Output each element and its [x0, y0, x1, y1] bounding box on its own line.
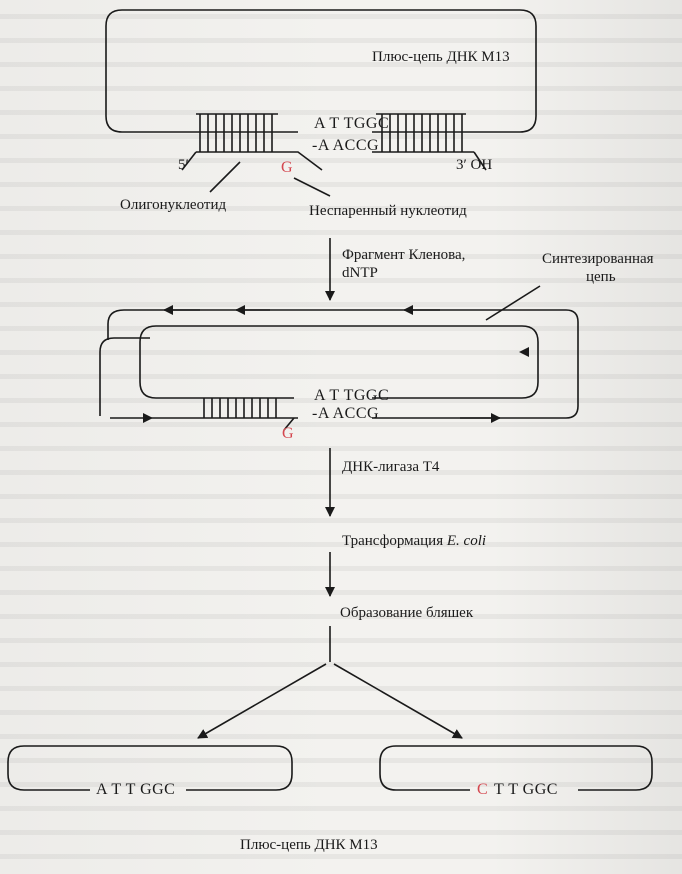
- seq-mid-lower: -A ACCG: [312, 405, 380, 422]
- step-transformation-organism: E. coli: [446, 533, 487, 549]
- step-plaques: Образование бляшек: [340, 605, 474, 621]
- title-plus-strand-top: Плюс-цепь ДНК М13: [372, 49, 510, 65]
- arrow-branch-left: [197, 663, 327, 739]
- label-synthesized-1: Синтезированная: [542, 251, 654, 267]
- unpaired-leader: [293, 177, 331, 197]
- product-wildtype-circle: [7, 745, 293, 791]
- base-pair-ticks-right-top: [376, 113, 466, 152]
- seq-mutant-base: C: [477, 781, 488, 798]
- synthesized-outer-strand: [99, 337, 150, 416]
- step-transformation-text: Трансформация: [342, 533, 447, 549]
- base-pair-ticks-left-mid: [203, 398, 277, 418]
- mismatch-base-mid: G: [282, 425, 294, 442]
- step-transformation: Трансформация E. coli: [342, 534, 486, 549]
- step-klenow-line1: Фрагмент Кленова,: [342, 247, 466, 263]
- synthesized-strand-loop: [139, 325, 539, 399]
- label-oligonucleotide: Олигонуклеотид: [120, 197, 227, 213]
- seq-wildtype: A T T GGC: [96, 781, 176, 798]
- end-5-prime: 5′: [178, 157, 189, 173]
- title-plus-strand-bottom: Плюс-цепь ДНК М13: [240, 837, 378, 853]
- end-3-oh: 3′ OH: [456, 157, 493, 173]
- seq-mutant-rest: T T GGC: [494, 781, 558, 798]
- label-synthesized-2: цепь: [586, 269, 616, 285]
- label-unpaired-nucleotide: Неспаренный нуклеотид: [309, 203, 467, 219]
- page-shading-left: [0, 0, 330, 874]
- plus-strand-top-loop: [105, 9, 537, 133]
- seq-mid-upper: A T TGGC: [314, 387, 390, 404]
- mismatch-base-top: G: [281, 159, 293, 176]
- oligo-leader: [209, 161, 241, 193]
- oligo-strand-top: [196, 151, 323, 171]
- page-shading-right: [492, 0, 682, 874]
- synthesized-leader: [485, 285, 541, 321]
- step-ligase: ДНК-лигаза Т4: [342, 459, 440, 475]
- seq-top-upper: A T TGGC: [314, 115, 390, 132]
- arrow-branch-right: [333, 663, 463, 739]
- seq-top-lower: -A ACCG: [312, 137, 380, 154]
- product-mutant-circle: [379, 745, 653, 791]
- step-klenow-line2: dNTP: [342, 265, 378, 281]
- base-pair-ticks-left-top: [196, 113, 278, 152]
